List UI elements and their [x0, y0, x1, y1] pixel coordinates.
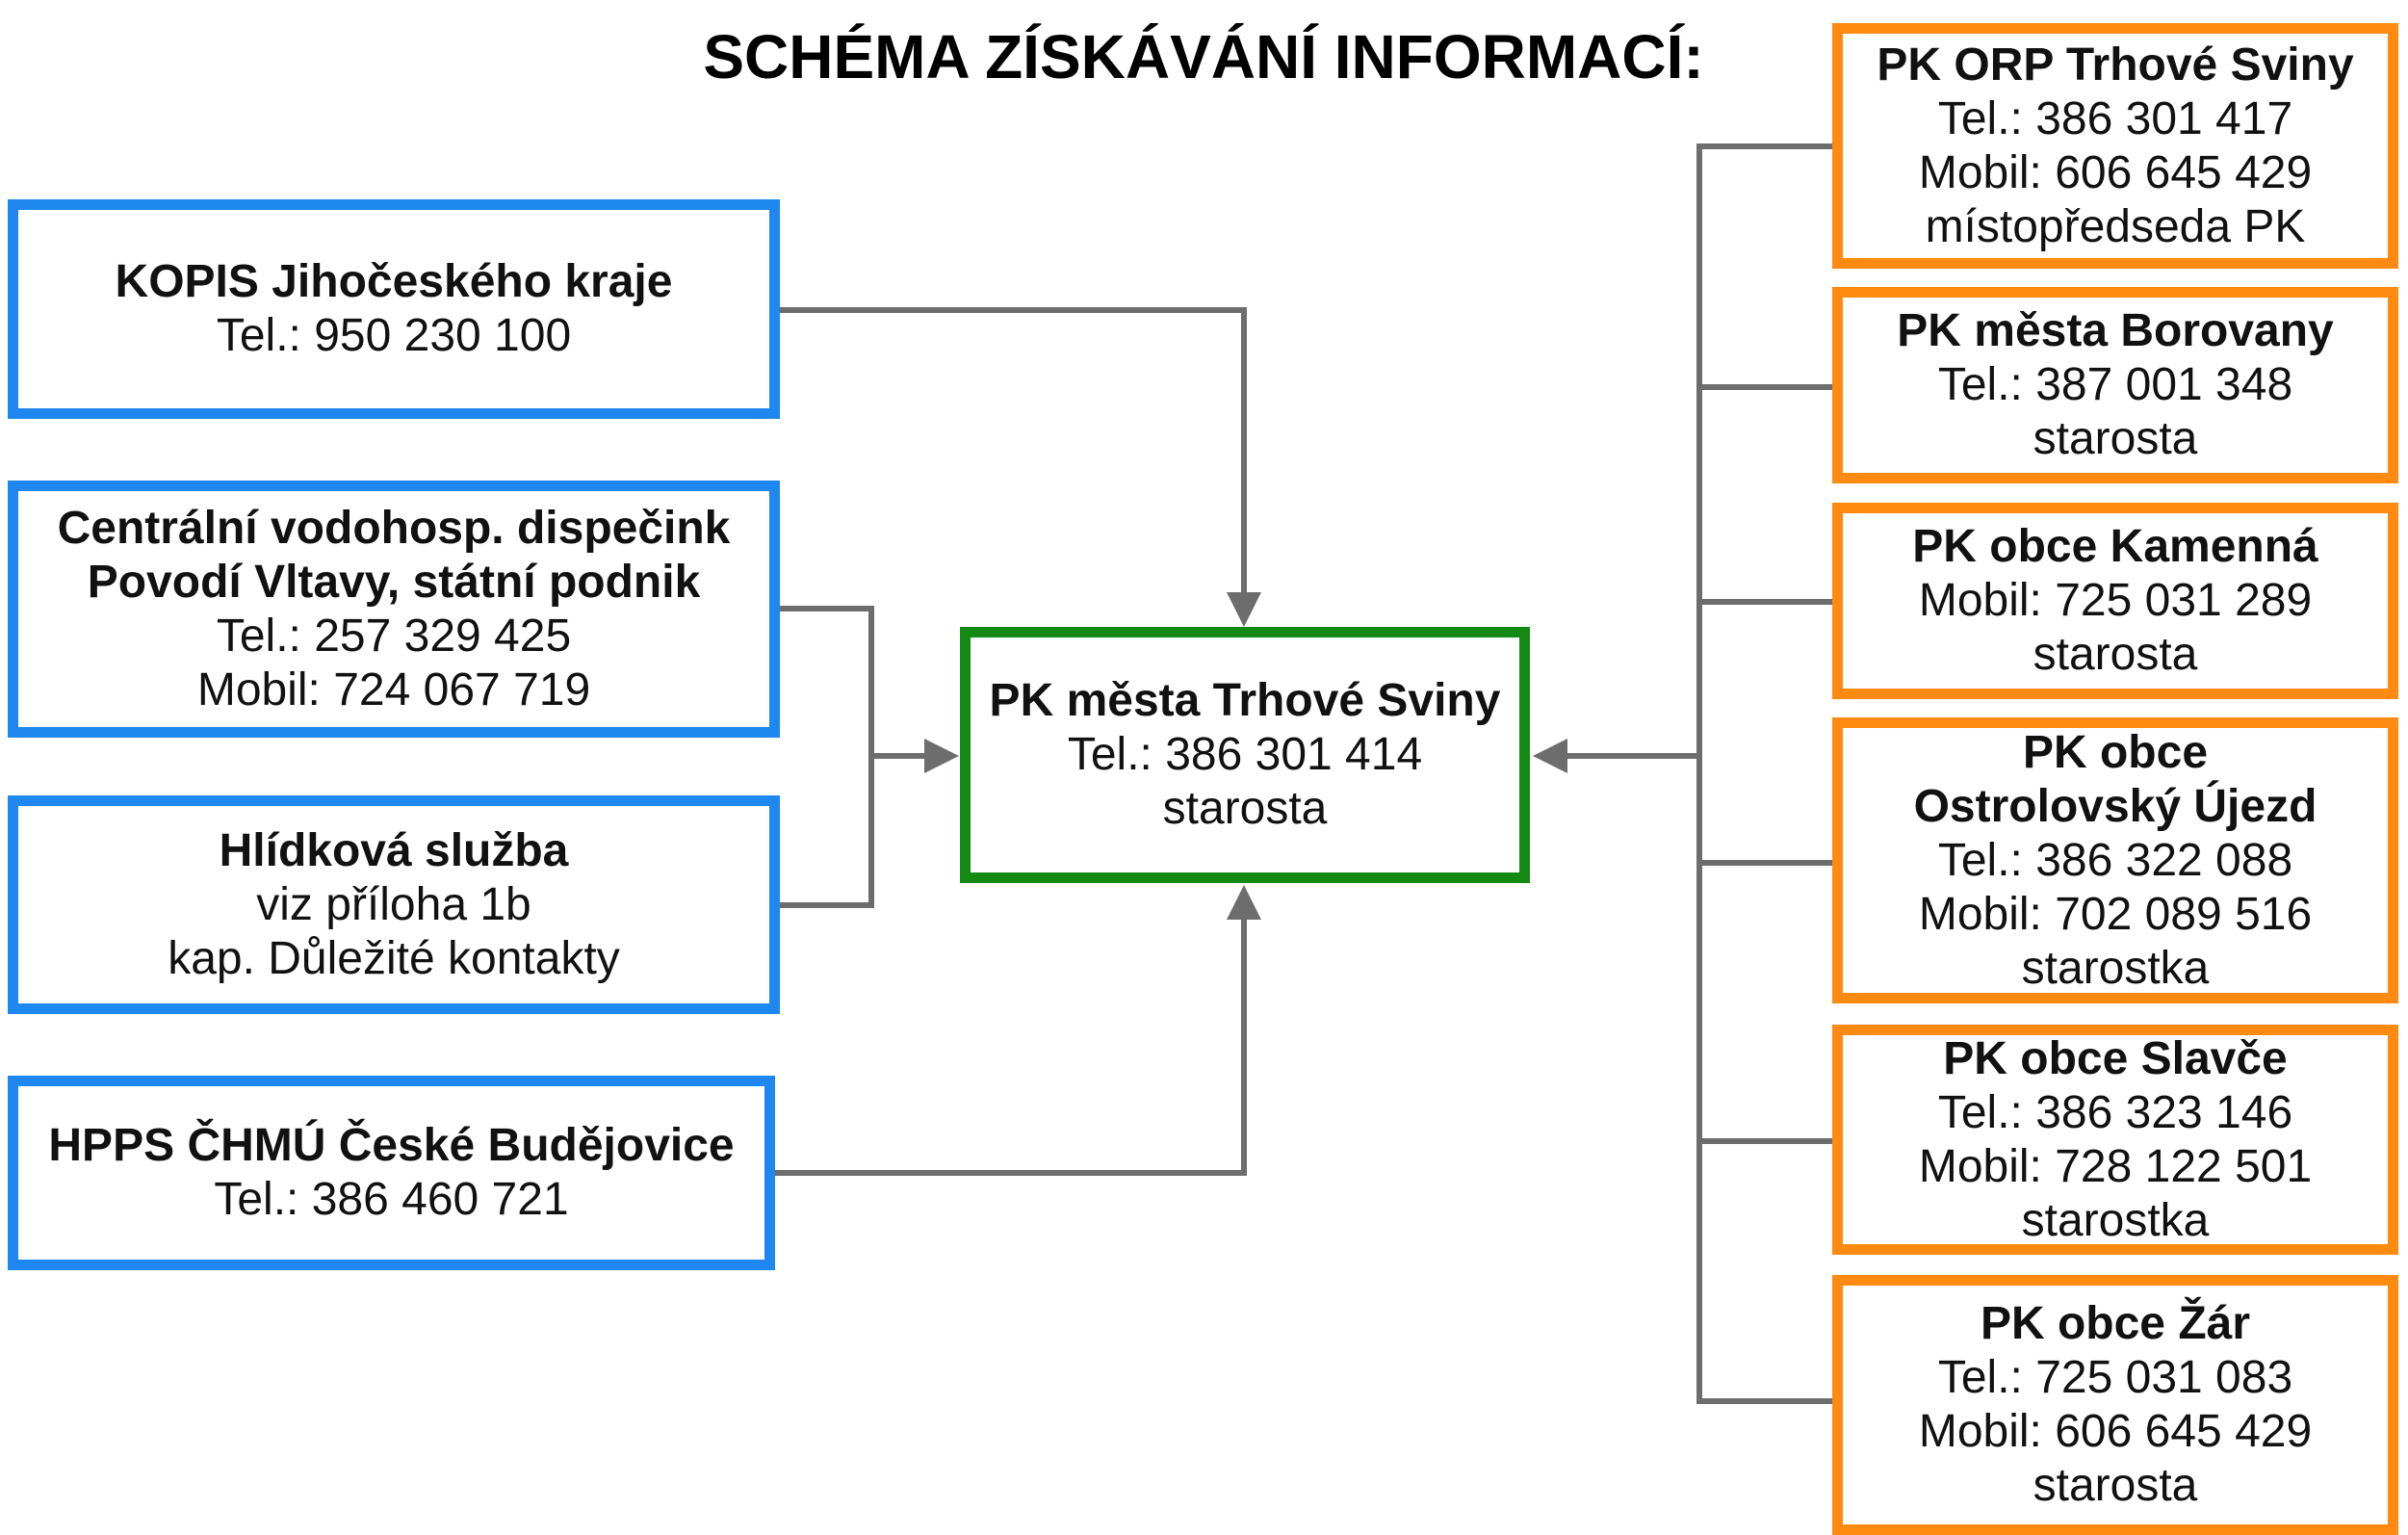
connector-hpps: [775, 885, 1261, 1176]
source-dispecink: Centrální vodohosp. dispečink Povodí Vlt…: [8, 481, 780, 738]
connector-bus-right: [1696, 143, 1832, 1404]
source-mobile: Mobil: 724 067 719: [196, 663, 591, 715]
municipality-phone: Tel.: 725 031 083: [1937, 1352, 2293, 1403]
municipality-role: starosta: [2033, 413, 2198, 464]
source-name: KOPIS Jihočeského kraje: [115, 256, 673, 307]
municipality-role: starosta: [2033, 629, 2198, 680]
municipality-ostrolovsky-ujezd: PK obce Ostrolovský Újezd Tel.: 386 322 …: [1832, 717, 2398, 1003]
municipality-role: starostka: [2021, 942, 2210, 994]
connector-dispecink: [780, 606, 874, 908]
municipality-name-2: Ostrolovský Újezd: [1913, 780, 2317, 832]
municipality-borovany: PK města Borovany Tel.: 387 001 348 star…: [1832, 287, 2398, 483]
source-name: HPPS ČHMÚ České Budějovice: [48, 1120, 735, 1171]
municipality-slavce: PK obce Slavče Tel.: 386 323 146 Mobil: …: [1832, 1025, 2398, 1255]
municipality-mobile: Mobil: 702 089 516: [1918, 888, 2313, 940]
source-kopis: KOPIS Jihočeského kraje Tel.: 950 230 10…: [8, 199, 780, 419]
municipality-mobile: Mobil: 606 645 429: [1918, 1406, 2313, 1457]
source-phone: Tel.: 257 329 425: [216, 610, 572, 662]
municipality-phone: Tel.: 387 001 348: [1937, 359, 2293, 410]
source-name-2: Povodí Vltavy, státní podnik: [87, 556, 701, 608]
municipality-role: starostka: [2021, 1194, 2210, 1246]
municipality-name: PK obce Žár: [1980, 1298, 2251, 1349]
municipality-name: PK obce Slavče: [1943, 1032, 2288, 1084]
center-name: PK města Trhové Sviny: [989, 675, 1501, 726]
source-hlidkova-sluzba: Hlídková služba viz příloha 1b kap. Důle…: [8, 795, 780, 1014]
municipality-role: místopředseda PK: [1925, 200, 2306, 252]
source-phone: Tel.: 950 230 100: [216, 310, 572, 361]
center-pk-trhove-sviny: PK města Trhové Sviny Tel.: 386 301 414 …: [960, 627, 1530, 883]
source-name: Hlídková služba: [219, 824, 569, 876]
municipality-kamenna: PK obce Kamenná Mobil: 725 031 289 staro…: [1832, 503, 2398, 699]
municipality-mobile: Mobil: 606 645 429: [1918, 146, 2313, 198]
municipality-phone: Tel.: 386 322 088: [1937, 834, 2293, 886]
municipality-mobile: Mobil: 728 122 501: [1918, 1140, 2313, 1192]
municipality-orp-trhove-sviny: PK ORP Trhové Sviny Tel.: 386 301 417 Mo…: [1832, 23, 2398, 269]
source-name: Centrální vodohosp. dispečink: [57, 502, 731, 554]
connector-kopis: [780, 307, 1261, 627]
municipality-mobile: Mobil: 725 031 289: [1918, 575, 2313, 626]
municipality-name: PK obce: [2022, 726, 2209, 778]
source-note: viz příloha 1b: [256, 878, 531, 930]
municipality-role: starosta: [2033, 1460, 2198, 1511]
source-phone: Tel.: 386 460 721: [214, 1174, 569, 1225]
municipality-name: PK obce Kamenná: [1912, 521, 2318, 572]
center-role: starosta: [1162, 783, 1328, 834]
municipality-phone: Tel.: 386 323 146: [1937, 1086, 2293, 1138]
source-note-2: kap. Důležité kontakty: [168, 932, 620, 984]
municipality-phone: Tel.: 386 301 417: [1937, 92, 2293, 144]
municipality-name: PK ORP Trhové Sviny: [1877, 39, 2354, 91]
municipality-name: PK města Borovany: [1897, 305, 2334, 356]
municipality-zar: PK obce Žár Tel.: 725 031 083 Mobil: 606…: [1832, 1275, 2398, 1535]
center-phone: Tel.: 386 301 414: [1067, 729, 1423, 780]
diagram-title: SCHÉMA ZÍSKÁVÁNÍ INFORMACÍ:: [703, 22, 1704, 91]
source-hpps-chmu: HPPS ČHMÚ České Budějovice Tel.: 386 460…: [8, 1076, 775, 1270]
